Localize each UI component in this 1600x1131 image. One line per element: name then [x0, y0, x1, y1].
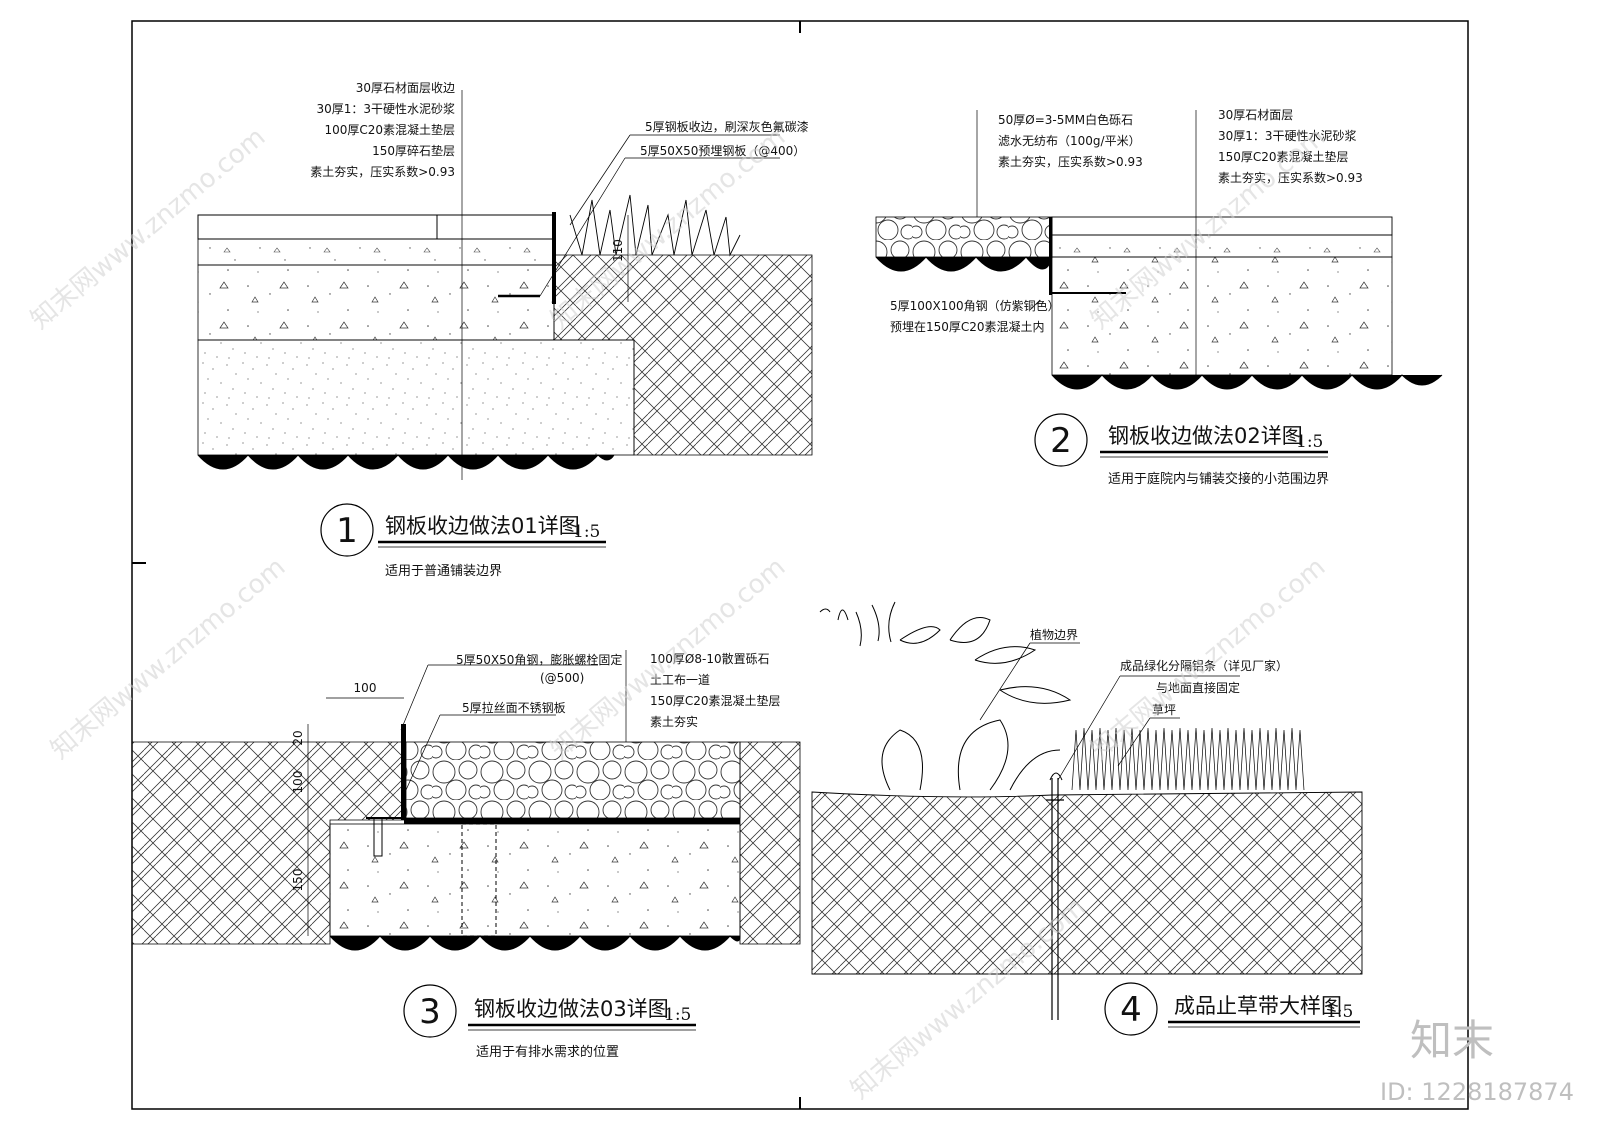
layer-label: 150厚C20素混凝土垫层	[650, 693, 781, 708]
callout-label: 成品绿化分隔铝条（详见厂家）	[1120, 658, 1288, 673]
callout-label: 5厚钢板收边，刷深灰色氟碳漆	[645, 120, 809, 134]
layer-label: 30厚石材面层收边	[356, 81, 455, 95]
dim-100: 100	[291, 771, 305, 794]
detail-subtitle: 适用于有排水需求的位置	[476, 1044, 619, 1060]
callout-label: 与地面直接固定	[1156, 680, 1240, 695]
layer-label: 150厚碎石垫层	[372, 143, 455, 158]
layer-label: 30厚石材面层	[1218, 108, 1293, 122]
detail-scale: 1:5	[664, 1005, 691, 1025]
callout-label: 预埋在150厚C20素混凝土内	[890, 319, 1045, 334]
detail-scale: 1:5	[573, 522, 600, 542]
detail-number-circle	[1034, 413, 1088, 467]
callout-label: 草坪	[1152, 703, 1176, 717]
detail-4: 植物边界 成品绿化分隔铝条（详见厂家） 与地面直接固定 草坪 4 成品止草带大样…	[811, 601, 1363, 1036]
detail-scale: 1:5	[1326, 1002, 1353, 1022]
layer-label: 100厚C20素混凝土垫层	[324, 122, 455, 137]
callout-label: 植物边界	[1030, 627, 1078, 642]
detail-scale: 1:5	[1296, 432, 1323, 452]
detail-title: 成品止草带大样图	[1174, 994, 1342, 1018]
detail-number-circle	[1104, 982, 1158, 1036]
layer-label: 30厚1：3干硬性水泥砂浆	[1218, 128, 1357, 143]
detail-number: 1	[336, 511, 358, 551]
detail-number: 3	[419, 992, 441, 1032]
detail-number-circle	[403, 984, 457, 1038]
watermark-text: 知末网www.znzmo.com	[45, 552, 291, 765]
detail-number: 2	[1050, 421, 1072, 461]
detail-number-circle	[320, 503, 374, 557]
layer-label: 30厚1：3干硬性水泥砂浆	[316, 101, 455, 116]
layer-label: 素土夯实，压实系数>0.93	[1218, 170, 1363, 185]
detail-number: 4	[1120, 990, 1142, 1030]
callout-label: 5厚50X50角钢，膨胀螺栓固定	[456, 652, 622, 667]
layer-label: 50厚Ø=3-5MM白色砾石	[998, 112, 1133, 127]
detail-title: 钢板收边做法03详图	[474, 997, 669, 1021]
callout-label: 5厚50X50预埋钢板（@400）	[640, 144, 805, 158]
layer-label: 素土夯实	[650, 714, 698, 729]
dim-150: 150	[291, 869, 305, 892]
layer-label: 素土夯实，压实系数>0.93	[998, 154, 1143, 169]
callout-label: 5厚拉丝面不锈钢板	[462, 700, 566, 715]
id-watermark: ID: 1228187874	[1380, 1078, 1574, 1106]
dim-width: 100	[354, 681, 377, 695]
layer-label: 150厚C20素混凝土垫层	[1218, 149, 1349, 164]
detail-subtitle: 适用于普通铺装边界	[385, 564, 502, 579]
detail-1: 110 30厚石材面层收边 30厚1：3干硬性水泥砂浆 100厚C20素混凝土垫…	[197, 81, 813, 579]
detail-subtitle: 适用于庭院内与铺装交接的小范围边界	[1108, 471, 1329, 487]
brand-watermark: 知末	[1410, 1016, 1494, 1065]
detail-2: 50厚Ø=3-5MM白色砾石 滤水无纺布（100g/平米） 素土夯实，压实系数>…	[875, 108, 1443, 487]
layer-label: 土工布一道	[650, 673, 710, 687]
detail-title: 钢板收边做法02详图	[1108, 424, 1303, 448]
layer-label: 素土夯实，压实系数>0.93	[310, 164, 455, 179]
layer-label: 滤水无纺布（100g/平米）	[998, 134, 1141, 148]
layer-label: 100厚Ø8-10散置砾石	[650, 651, 770, 666]
callout-label: 5厚100X100角钢（仿紫铜色）	[890, 298, 1060, 313]
dim-20: 20	[291, 730, 305, 745]
dim-110: 110	[611, 239, 625, 262]
detail-3: 100 20 100 150 100厚Ø8-10散置砾石 土工布一道 150厚C…	[131, 650, 801, 1060]
callout-label: (@500)	[540, 671, 584, 685]
detail-title: 钢板收边做法01详图	[385, 514, 580, 538]
